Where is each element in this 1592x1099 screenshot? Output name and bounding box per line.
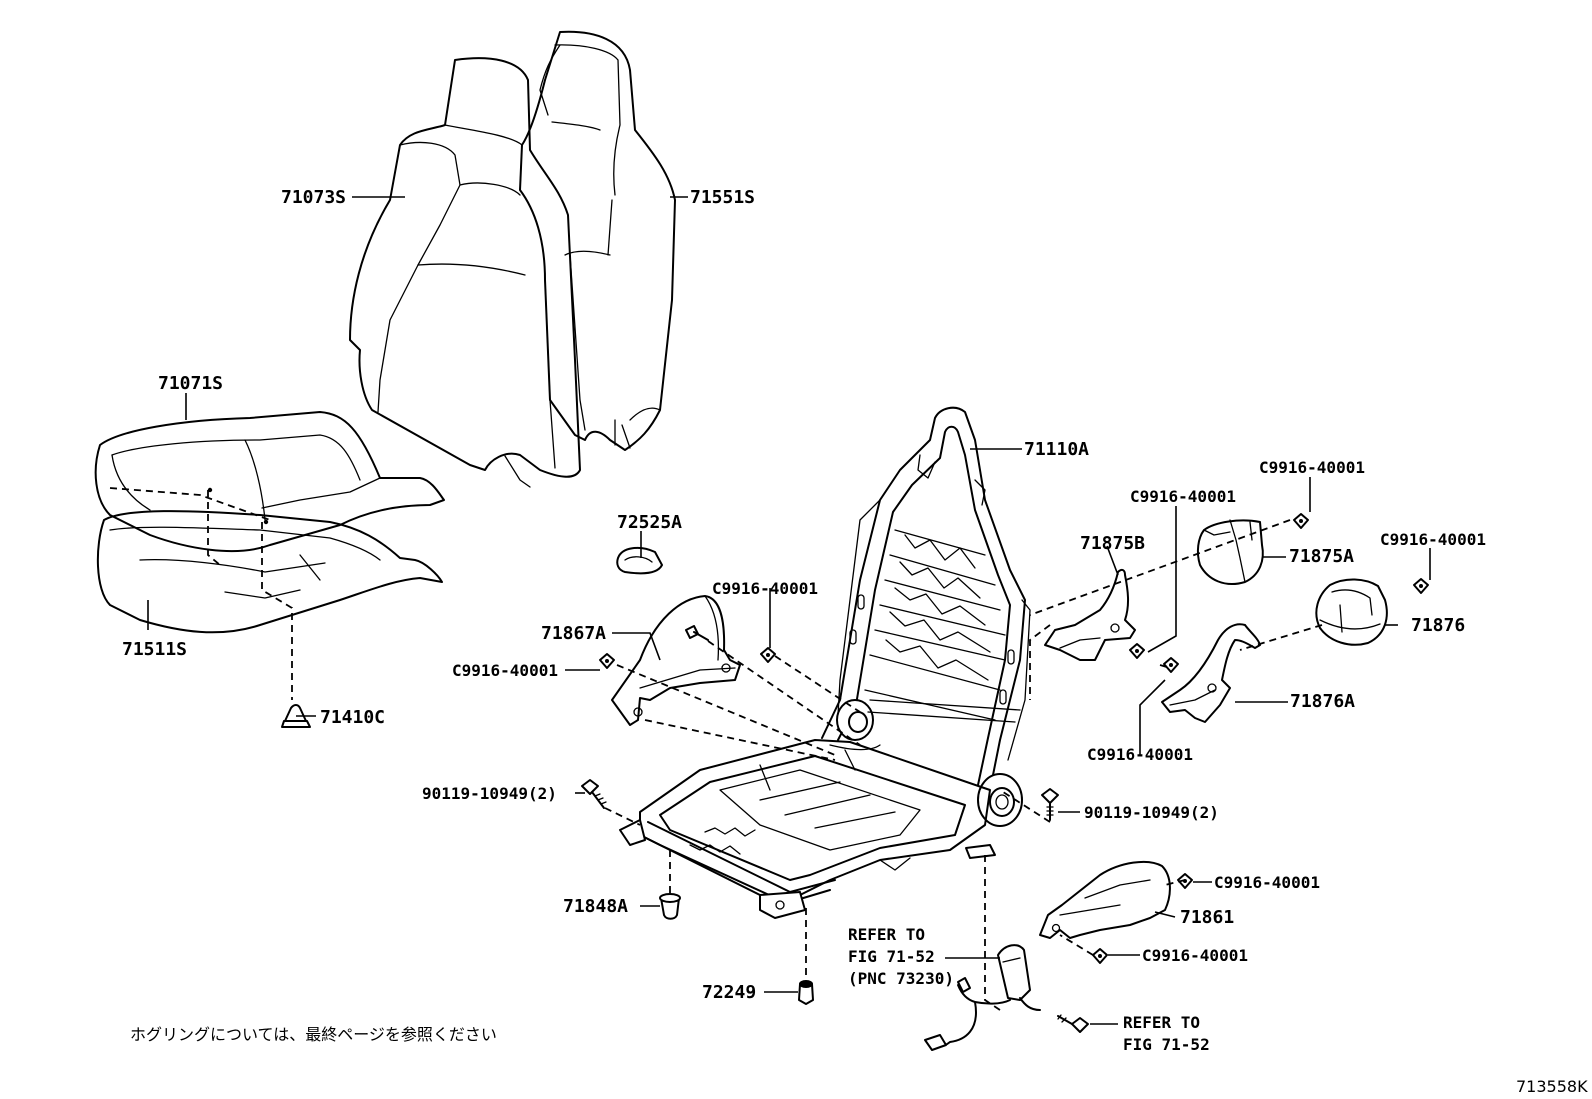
cover-71867a [611, 595, 741, 726]
clip-71410c [281, 704, 311, 728]
cover-71876 [1315, 578, 1388, 646]
label-71867a: 71867A [541, 623, 606, 644]
refer-seatbelt-line3: (PNC 73230) [848, 969, 954, 988]
label-72525a: 72525A [617, 512, 682, 533]
refer-seatbelt-line1: REFER TO [848, 925, 925, 944]
seat-cushion-pad-71511s [96, 510, 443, 634]
clip-c9916-left [599, 653, 615, 669]
label-c9916-left: C9916-40001 [452, 661, 558, 680]
label-71876: 71876 [1411, 615, 1465, 636]
label-71410c: 71410C [320, 707, 385, 728]
hook-72525a [616, 546, 663, 575]
bolt-90119-left [581, 779, 607, 809]
cover-71861 [1039, 860, 1171, 939]
cover-71875a [1196, 519, 1264, 585]
cap-71848a [659, 893, 681, 920]
label-71511s: 71511S [122, 639, 187, 660]
label-c9916-71876a: C9916-40001 [1087, 745, 1193, 764]
label-71875a: 71875A [1289, 546, 1354, 567]
clip-c9916-71861-upper [1177, 873, 1193, 889]
label-bolt-90119-left: 90119-10949(2) [422, 784, 557, 803]
refer-bolt-line2: FIG 71-52 [1123, 1035, 1210, 1054]
clip-c9916-71861-lower [1092, 948, 1108, 964]
nut-72249 [798, 980, 814, 1005]
label-72249: 72249 [702, 982, 756, 1003]
seatbelt-buckle [924, 944, 1041, 1051]
label-71848a: 71848A [563, 896, 628, 917]
label-71551s: 71551S [690, 187, 755, 208]
clip-c9916-71867a [760, 647, 776, 663]
clip-c9916-71876 [1413, 578, 1429, 594]
label-71861: 71861 [1180, 907, 1234, 928]
label-c9916-71861-upper: C9916-40001 [1214, 873, 1320, 892]
hogring-note: ホグリングについては、最終ページを参照ください [130, 1025, 497, 1044]
label-c9916-top-mid: C9916-40001 [1130, 487, 1236, 506]
label-71073s: 71073S [281, 187, 346, 208]
label-71071s: 71071S [158, 373, 223, 394]
seat-frame-71110a [619, 406, 1031, 919]
label-bolt-90119-right: 90119-10949(2) [1084, 803, 1219, 822]
label-71875b: 71875B [1080, 533, 1145, 554]
label-c9916-top-right: C9916-40001 [1259, 458, 1365, 477]
illustration-id: 713558K [1516, 1077, 1588, 1096]
label-c9916-71861-lower: C9916-40001 [1142, 946, 1248, 965]
bracket-71876a [1161, 623, 1261, 723]
label-c9916-near-71867a: C9916-40001 [712, 579, 818, 598]
clip-c9916-71876a [1163, 657, 1179, 673]
shield-71875b [1044, 568, 1136, 661]
refer-seatbelt-line2: FIG 71-52 [848, 947, 935, 966]
seatback-pad-71551s [519, 30, 676, 451]
label-71110a: 71110A [1024, 439, 1089, 460]
label-c9916-right: C9916-40001 [1380, 530, 1486, 549]
bolt-90119-right [1041, 788, 1059, 821]
clip-c9916-71875b [1129, 643, 1145, 659]
clip-c9916-71875a [1293, 513, 1309, 529]
bolt-71867a [685, 625, 709, 641]
label-71876a: 71876A [1290, 691, 1355, 712]
bolt-seatbelt-anchor [1057, 1014, 1089, 1033]
refer-bolt-line1: REFER TO [1123, 1013, 1200, 1032]
seat-cushion-cover-71071s [94, 411, 445, 553]
